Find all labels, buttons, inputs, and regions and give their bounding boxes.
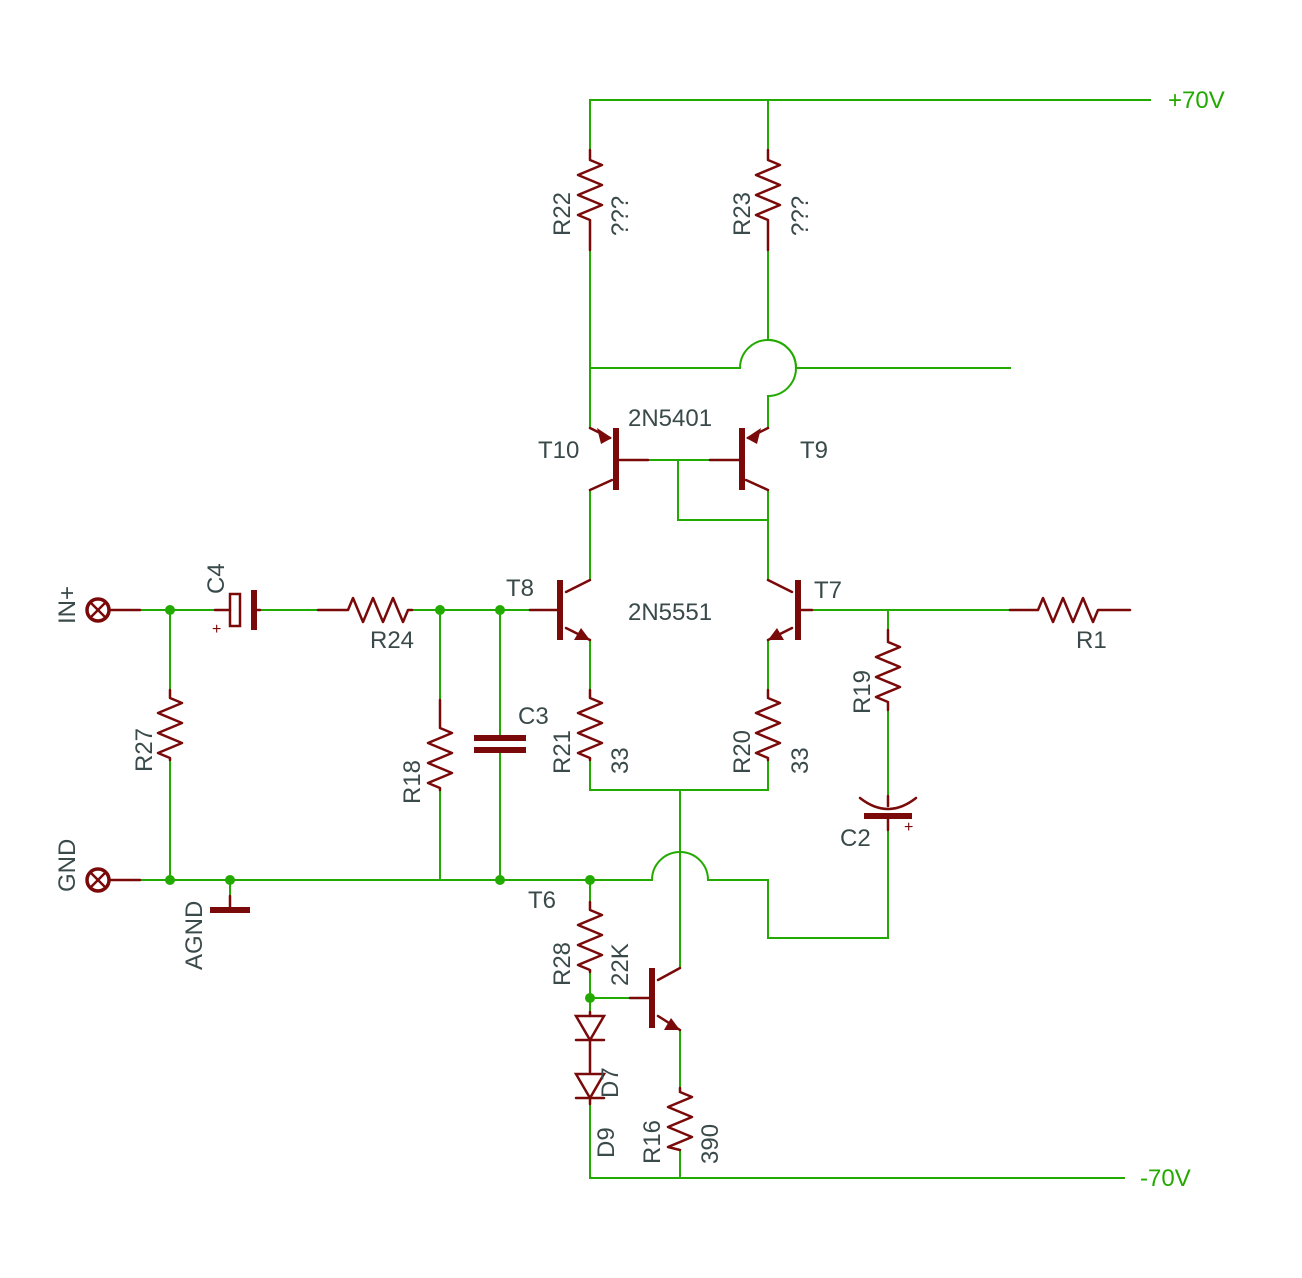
r23-name-label: R23 [729,192,756,236]
junction-dot [495,875,505,885]
input-port-label: IN+ [54,586,81,624]
junction-dot [495,605,505,615]
negative-rail-label: -70V [1140,1165,1191,1192]
r16-name-label: R16 [639,1120,666,1164]
components [85,148,1132,1152]
junction-dot [435,605,445,615]
junction-dot [165,605,175,615]
t7-label: T7 [814,577,842,604]
diode-d9 [573,1072,607,1106]
t9-label: T9 [800,437,828,464]
r21-value-label: 33 [607,747,634,774]
r22-value-label: ??? [607,196,634,236]
resistor-r27 [156,688,184,762]
positive-rail-label: +70V [1168,87,1225,114]
resistor-r18 [426,698,454,792]
resistor-r1 [1008,596,1132,624]
r23-to-t9-wire [767,249,797,429]
d9-label: D9 [593,1127,620,1158]
resistor-r16 [666,1086,694,1152]
t6-label: T6 [528,887,556,914]
agnd-label: AGND [181,901,208,970]
resistor-r20 [754,688,782,762]
c4-polarity-mark: + [212,621,221,638]
resistor-r23 [754,148,782,252]
capacitor-c3 [474,735,526,753]
mirror-output-wire [589,339,1011,369]
r18-label: R18 [399,760,426,804]
transistor-t8 [528,578,592,642]
wires [139,99,1151,1179]
junction-dot [585,993,595,1003]
t8-label: T8 [506,575,534,602]
junction-dot [585,875,595,885]
r16-value-label: 390 [697,1124,724,1164]
r23-value-label: ??? [787,196,814,236]
r27-label: R27 [131,728,158,772]
c4-label: C4 [203,563,230,594]
labels: +70V -70V R22 ??? R23 ??? 2N5401 T10 T9 … [54,87,1225,1192]
r19-label: R19 [849,670,876,714]
resistor-r22 [576,148,604,252]
d7-label: D7 [597,1067,624,1098]
r1-label: R1 [1076,627,1107,654]
c3-label: C3 [518,703,549,730]
r20-name-label: R20 [729,730,756,774]
transistor-t9 [708,426,770,492]
junction-dot [225,875,235,885]
resistor-r21 [576,688,604,762]
r28-name-label: R28 [549,942,576,986]
capacitor-c4 [213,590,262,630]
capacitor-c2 [858,794,918,832]
t10-label: T10 [538,437,579,464]
r20-value-label: 33 [787,747,814,774]
agnd-symbol [210,894,250,913]
transistor-t6 [628,966,682,1032]
r22-name-label: R22 [549,192,576,236]
resistor-r19 [874,628,902,712]
transistor-t7 [766,578,814,642]
ground-wire [139,829,889,939]
ground-connector [85,867,142,893]
diode-d7 [573,1010,607,1074]
transistor-t10 [588,426,650,492]
c2-polarity-mark: + [904,819,913,836]
negative-rail-wire [589,1103,1125,1179]
r28-value-label: 22K [607,943,634,986]
mirror-diode-link-wire [677,459,769,521]
npn-part-label: 2N5551 [628,599,712,626]
ground-port-label: GND [54,839,81,892]
r21-name-label: R21 [549,730,576,774]
r24-label: R24 [370,627,414,654]
resistor-r24 [316,596,414,624]
c2-label: C2 [840,825,871,852]
junctions [165,605,595,1003]
resistor-r28 [576,900,604,974]
junction-dot [165,875,175,885]
pnp-part-label: 2N5401 [628,405,712,432]
input-connector [85,597,142,623]
